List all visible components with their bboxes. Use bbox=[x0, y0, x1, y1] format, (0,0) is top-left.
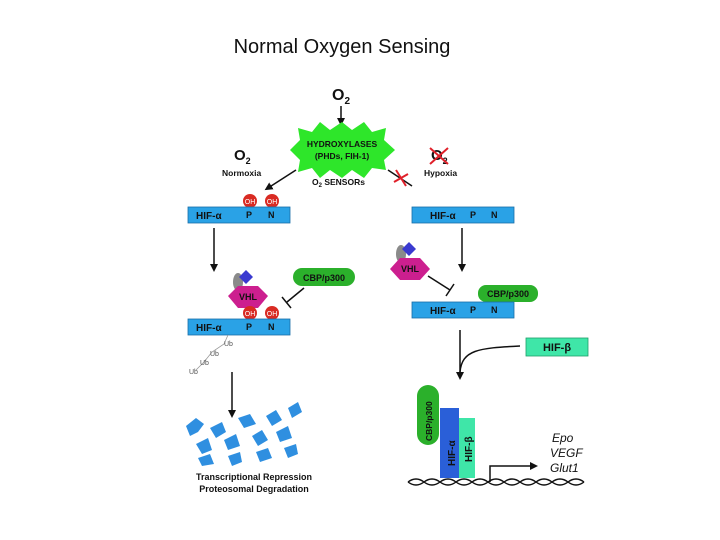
blue-subunit bbox=[402, 242, 416, 256]
oh-circle-n bbox=[265, 306, 279, 320]
ub-label-2: Ub bbox=[210, 351, 219, 358]
cbp-p300-vertical-pill bbox=[417, 385, 439, 445]
vhl-inhibition-line bbox=[427, 275, 451, 291]
blue-subunit bbox=[239, 270, 253, 284]
hif-alpha-label: HIF-α bbox=[430, 211, 456, 222]
o2-top-label: O2 bbox=[332, 87, 350, 107]
normoxia-arrow bbox=[264, 169, 297, 191]
fragment bbox=[224, 434, 240, 450]
hypoxia-label: Hypoxia bbox=[424, 168, 457, 178]
oh-circle-p bbox=[243, 306, 257, 320]
degradation-label: Proteosomal Degradation bbox=[199, 484, 309, 494]
normoxia-o2-label: O2 bbox=[234, 147, 251, 166]
gene-glut1: Glut1 bbox=[550, 461, 579, 475]
hif-beta-label: HIF-β bbox=[543, 342, 571, 354]
dna-strand-1 bbox=[407, 478, 585, 486]
n-label: N bbox=[491, 305, 498, 315]
hif-beta-vertical-label: HIF-β bbox=[464, 436, 475, 462]
n-label: N bbox=[268, 322, 275, 332]
n-label: N bbox=[268, 210, 275, 220]
oh-label-p: OH bbox=[245, 199, 256, 206]
hydroxylases-sub-label: (PHDs, FIH-1) bbox=[315, 151, 369, 161]
hif-alpha-bar-stabilized bbox=[411, 301, 515, 319]
hif-alpha-label: HIF-α bbox=[196, 323, 222, 334]
ub-label-1: Ub bbox=[224, 341, 233, 348]
slide-title: Normal Oxygen Sensing bbox=[233, 36, 451, 58]
fragment bbox=[256, 448, 272, 462]
cbp-p300-pill-right bbox=[478, 285, 538, 302]
cbp-inhibition-bar-left bbox=[281, 296, 292, 309]
oh-label-n: OH bbox=[267, 199, 278, 206]
repression-label: Transcriptional Repression bbox=[196, 472, 312, 482]
fragment bbox=[238, 414, 256, 428]
fragment bbox=[228, 452, 242, 466]
gene-vegf: VEGF bbox=[550, 446, 583, 460]
vhl-hexagon-right bbox=[390, 258, 430, 280]
fragment bbox=[186, 418, 204, 436]
hypoxia-block-cross-b bbox=[393, 173, 409, 183]
oh-circle-n bbox=[265, 194, 279, 208]
fragment bbox=[284, 444, 298, 458]
proteasome-fragments bbox=[186, 402, 302, 466]
vhl-inhibition-bar bbox=[445, 283, 455, 297]
hif-beta-box bbox=[525, 337, 589, 357]
dimerization-curve bbox=[459, 345, 521, 373]
hif-beta-vertical-bar bbox=[459, 418, 475, 478]
p-label: P bbox=[246, 210, 252, 220]
ub-label-4: Ub bbox=[189, 369, 198, 376]
hif-alpha-label: HIF-α bbox=[430, 306, 456, 317]
vhl-hexagon-left bbox=[228, 286, 268, 308]
p-label: P bbox=[470, 210, 476, 220]
fragment bbox=[252, 430, 268, 446]
cbp-p300-pill-left bbox=[293, 268, 355, 286]
n-label: N bbox=[491, 210, 498, 220]
ubiquitin-chain bbox=[195, 334, 229, 371]
hif-alpha-bar-hydroxylated bbox=[187, 206, 291, 224]
transcription-arrow bbox=[489, 462, 538, 482]
fragment bbox=[198, 454, 214, 466]
cbp-inhibition-line-left bbox=[286, 287, 305, 303]
fragment bbox=[210, 422, 226, 438]
hif-alpha-vertical-bar bbox=[440, 408, 459, 478]
fragment bbox=[196, 438, 212, 454]
gene-epo: Epo bbox=[552, 431, 574, 445]
vhl-label-right: VHL bbox=[401, 264, 420, 274]
p-label: P bbox=[470, 305, 476, 315]
fragment bbox=[288, 402, 302, 418]
cbp-label-left: CBP/p300 bbox=[303, 273, 345, 283]
cbp-label-right: CBP/p300 bbox=[487, 289, 529, 299]
fragment bbox=[276, 426, 292, 442]
p-label: P bbox=[246, 322, 252, 332]
hif-alpha-bar-hypoxia bbox=[411, 206, 515, 224]
oh-label-n: OH bbox=[267, 311, 278, 318]
fragment bbox=[266, 410, 282, 426]
dna-strand-2 bbox=[407, 478, 585, 486]
vhl-label-left: VHL bbox=[239, 292, 258, 302]
cbp-vertical-label: CBP/p300 bbox=[424, 401, 434, 441]
hydroxylases-label: HYDROXYLASES bbox=[307, 139, 378, 149]
oh-circle-p bbox=[243, 194, 257, 208]
ub-label-3: Ub bbox=[200, 360, 209, 367]
o2-sensors-label: O2 SENSORs bbox=[312, 177, 365, 189]
hif-alpha-vertical-label: HIF-α bbox=[447, 440, 458, 466]
normoxia-label: Normoxia bbox=[222, 168, 261, 178]
oh-label-p: OH bbox=[245, 311, 256, 318]
hydroxylases-star bbox=[290, 122, 395, 178]
hif-alpha-bar-vhl-bound bbox=[187, 318, 291, 336]
hypoxia-cross-b bbox=[429, 147, 449, 165]
hif-alpha-label: HIF-α bbox=[196, 211, 222, 222]
